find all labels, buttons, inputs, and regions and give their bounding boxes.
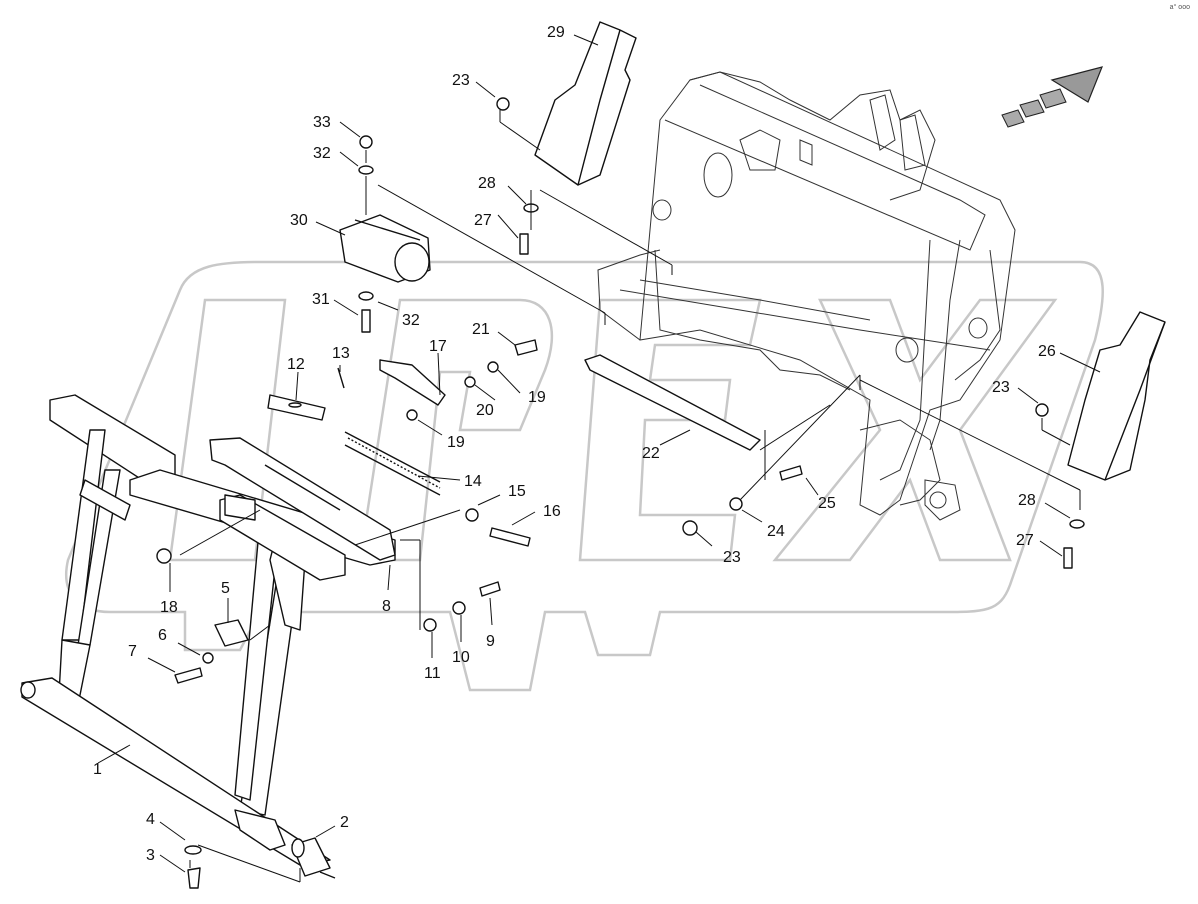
leader-lines: [179, 110, 1081, 883]
callout-15: 15: [508, 483, 526, 500]
part-2-bushing: [291, 837, 336, 879]
part-14-spring: [344, 431, 441, 496]
callout-12: 12: [287, 356, 305, 373]
callout-33: 33: [313, 114, 331, 131]
callout-23-right: 23: [992, 379, 1010, 396]
callout-13: 13: [332, 345, 350, 362]
callout-2: 2: [340, 814, 349, 831]
callout-32-bottom: 32: [402, 312, 420, 329]
callout-23-top: 23: [452, 72, 470, 89]
callout-31: 31: [312, 291, 330, 308]
part-9-arm: [209, 437, 396, 561]
callout-20: 20: [476, 402, 494, 419]
watermark-logo: [65, 260, 1104, 692]
callout-32-top: 32: [313, 145, 331, 162]
part-1-bail-frame: [20, 394, 331, 866]
callout-19-right: 19: [528, 389, 546, 406]
callout-25: 25: [818, 495, 836, 512]
callout-30: 30: [290, 212, 308, 229]
fasteners: [156, 97, 1085, 632]
callout-17: 17: [429, 338, 447, 355]
callout-14: 14: [464, 473, 482, 490]
callout-22: 22: [642, 445, 660, 462]
callout-16: 16: [543, 503, 561, 520]
callout-3: 3: [146, 847, 155, 864]
callout-18: 18: [160, 599, 178, 616]
callout-1: 1: [93, 761, 102, 778]
part-29-shield: [534, 21, 637, 186]
part-17-plate: [379, 359, 446, 406]
callout-10: 10: [452, 649, 470, 666]
direction-arrow-icon: [1001, 66, 1103, 128]
callout-28-right: 28: [1018, 492, 1036, 509]
callout-9: 9: [486, 633, 495, 650]
part-8-crossbar: [129, 469, 396, 581]
callout-11: 11: [424, 665, 441, 682]
callout-19-left: 19: [447, 434, 465, 451]
callout-27-right: 27: [1016, 532, 1034, 549]
callout-6: 6: [158, 627, 167, 644]
callout-26: 26: [1038, 343, 1056, 360]
part-3-4-bolt-washer: [184, 845, 202, 889]
callout-28-top: 28: [478, 175, 496, 192]
part-30-hitch: [339, 214, 431, 283]
part-6-7-bolt-washer: [174, 652, 214, 684]
corner-mark: a° ooo: [1169, 4, 1190, 11]
callout-7: 7: [128, 643, 137, 660]
part-12-plate: [267, 394, 326, 421]
callout-23-bottom: 23: [723, 549, 741, 566]
callout-5: 5: [221, 580, 230, 597]
callout-8: 8: [382, 598, 391, 615]
callout-21: 21: [472, 321, 490, 338]
callout-24: 24: [767, 523, 785, 540]
loader-frame: [597, 71, 1016, 521]
part-5-bracket: [214, 619, 249, 647]
callout-27-top: 27: [474, 212, 492, 229]
part-13-pin: [337, 367, 345, 389]
part-22-bracket: [584, 354, 761, 451]
callout-4: 4: [146, 811, 155, 828]
part-26-shield: [1067, 311, 1166, 481]
callout-labels: 29 23 33 32 28 27 30 31 32 21 13 12 17 1…: [93, 24, 1056, 864]
callout-leaders: [97, 34, 1101, 873]
callout-29: 29: [547, 24, 565, 41]
